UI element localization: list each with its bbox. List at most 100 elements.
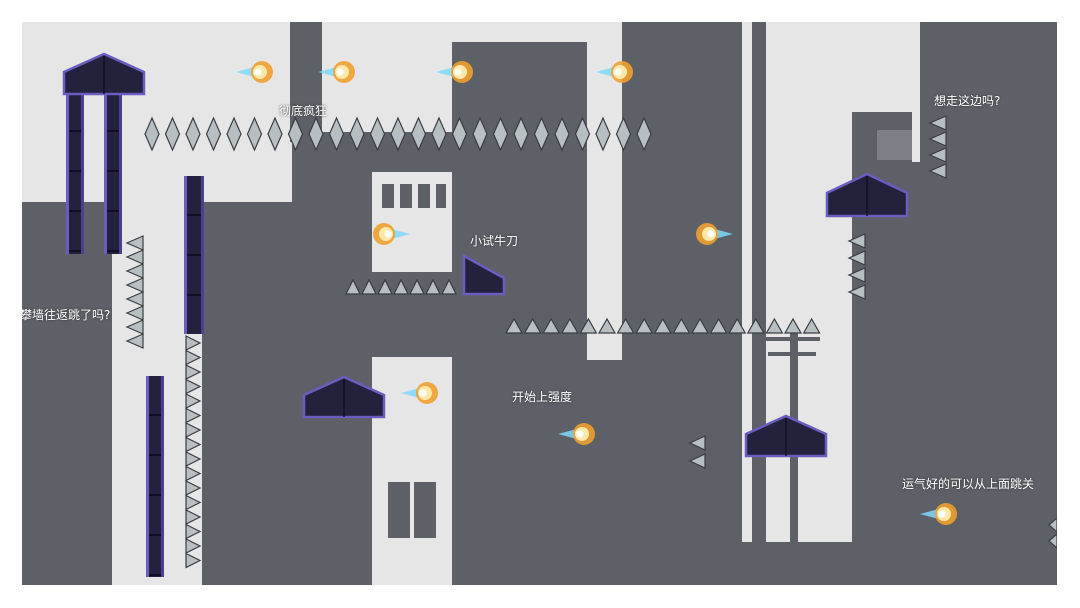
spike-icon	[287, 116, 304, 152]
spike-icon	[185, 116, 201, 152]
spike-icon	[246, 116, 263, 152]
spike-icon	[349, 116, 365, 152]
fireball-icon	[236, 61, 273, 83]
spike-icon	[377, 278, 393, 295]
spike-icon	[847, 233, 866, 249]
bg-window-4	[436, 184, 446, 208]
wall-pillar-icon	[184, 176, 204, 334]
bg-door-1	[388, 482, 410, 538]
bg-pole-arm-2	[768, 352, 816, 356]
spike-icon	[653, 317, 672, 334]
spike-icon	[125, 319, 144, 335]
hint-wall-jump-label: 还攀墙往返跳了吗?	[22, 308, 111, 322]
spike-icon	[185, 393, 202, 409]
wall-pillar-icon	[146, 376, 164, 577]
spike-icon	[185, 465, 202, 482]
spike-icon	[205, 116, 222, 152]
spike-icon	[636, 116, 652, 152]
fireball-icon	[436, 61, 473, 83]
game-entities	[62, 52, 1057, 569]
spike-icon	[688, 453, 706, 469]
spike-icon	[928, 131, 947, 147]
bg-pole-2	[310, 22, 320, 142]
spike-icon	[125, 333, 144, 349]
roof-platform-icon	[62, 52, 146, 96]
spike-icon	[728, 317, 747, 334]
spike-icon	[185, 451, 202, 467]
bg-window-2	[400, 184, 412, 208]
spike-icon	[185, 349, 202, 366]
roof-platform-icon	[744, 414, 828, 458]
spike-icon	[185, 335, 202, 351]
roof-platform-icon	[825, 172, 909, 218]
spike-icon	[185, 364, 202, 380]
spike-icon	[1048, 533, 1057, 549]
spike-icon	[308, 116, 324, 152]
spike-icon	[185, 538, 202, 554]
spike-icon	[410, 116, 427, 152]
spike-icon	[185, 436, 202, 453]
spike-icon	[185, 407, 202, 424]
spike-icon	[431, 116, 447, 152]
spike-icon	[533, 116, 550, 152]
hint-this-way-label: 想走这边吗?	[934, 94, 1001, 108]
spike-icon	[765, 317, 784, 334]
spike-icon	[125, 291, 144, 307]
spike-icon	[560, 317, 579, 334]
spike-icon	[783, 317, 803, 334]
spike-icon	[928, 163, 947, 179]
spike-icon	[513, 116, 529, 152]
spike-icon	[164, 116, 181, 152]
bg-top-strip	[912, 22, 920, 162]
spike-icon	[328, 116, 345, 152]
game-stage[interactable]: 彻底疯狂 想走这边吗? 小试牛刀 还攀墙往返跳了吗? 开始上强度 运气好的可以从…	[22, 22, 1057, 585]
spike-icon	[441, 278, 457, 295]
fireball-icon	[558, 423, 595, 445]
spike-icon	[635, 317, 654, 334]
spike-icon	[369, 116, 386, 152]
hint-crazy-label: 彻底疯狂	[279, 104, 328, 118]
spike-icon	[425, 278, 441, 295]
spike-icon	[185, 494, 202, 511]
spike-icon	[928, 147, 947, 163]
spike-icon	[185, 378, 202, 395]
spike-icon	[746, 317, 765, 334]
spike-icon	[125, 305, 144, 321]
spike-icon	[688, 435, 706, 451]
spike-icon	[574, 116, 591, 152]
spike-icon	[185, 552, 202, 569]
roof-platform-icon	[302, 375, 386, 419]
spike-icon	[267, 116, 283, 152]
spike-icon	[709, 317, 728, 334]
spike-icon	[345, 278, 361, 295]
spike-icon	[579, 317, 598, 334]
spike-icon	[185, 480, 202, 496]
fireball-icon	[920, 503, 957, 525]
spike-icon	[802, 317, 821, 334]
spike-icon	[125, 263, 144, 279]
spike-icon	[690, 317, 710, 334]
spike-icon	[393, 278, 409, 295]
bg-window-3	[418, 184, 430, 208]
spike-icon	[226, 116, 242, 152]
spike-icon	[616, 317, 635, 334]
spike-icon	[504, 317, 524, 334]
hint-lucky-label: 运气好的可以从上面跳关	[902, 477, 1035, 491]
spike-icon	[185, 422, 202, 438]
bg-far-right-gap	[752, 22, 766, 542]
spike-icon	[542, 317, 561, 334]
spike-icon	[125, 277, 144, 293]
spike-icon	[928, 115, 947, 131]
hint-warmup-label: 小试牛刀	[470, 234, 519, 248]
spike-icon	[615, 116, 632, 152]
spike-icon	[523, 317, 542, 334]
spike-icon	[185, 523, 202, 540]
wall-pillar-icon	[66, 92, 84, 254]
wall-pillar-icon	[104, 92, 122, 254]
fireball-icon	[318, 61, 355, 83]
fireball-icon	[596, 61, 633, 83]
fireball-icon	[401, 382, 438, 404]
bg-door-2	[414, 482, 436, 538]
spike-icon	[390, 116, 406, 152]
spike-icon	[185, 509, 202, 525]
